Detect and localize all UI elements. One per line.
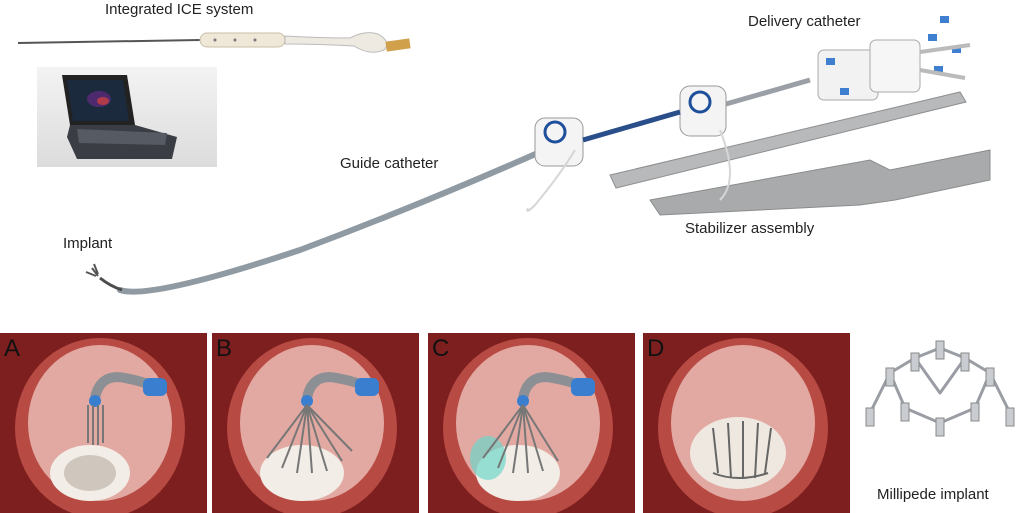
panel-letter-a: A (4, 335, 21, 362)
panel-d: D (643, 333, 850, 513)
panel-b: B (212, 333, 419, 513)
panel-letter-d: D (647, 335, 665, 362)
panel-letter-c: C (432, 335, 450, 362)
panel-c: C (428, 333, 635, 513)
label-millipede-implant: Millipede implant (877, 486, 989, 503)
catheter-system-illustration (85, 16, 991, 295)
label-implant: Implant (63, 235, 113, 252)
panel-letter-b: B (216, 335, 233, 362)
ultrasound-console-image (37, 67, 217, 167)
panel-a: A (0, 333, 207, 513)
label-integrated-ice-system: Integrated ICE system (105, 1, 254, 18)
millipede-implant-illustration (865, 340, 1015, 437)
label-delivery-catheter: Delivery catheter (748, 13, 861, 30)
label-stabilizer-assembly: Stabilizer assembly (685, 220, 815, 237)
label-guide-catheter: Guide catheter (340, 155, 439, 172)
